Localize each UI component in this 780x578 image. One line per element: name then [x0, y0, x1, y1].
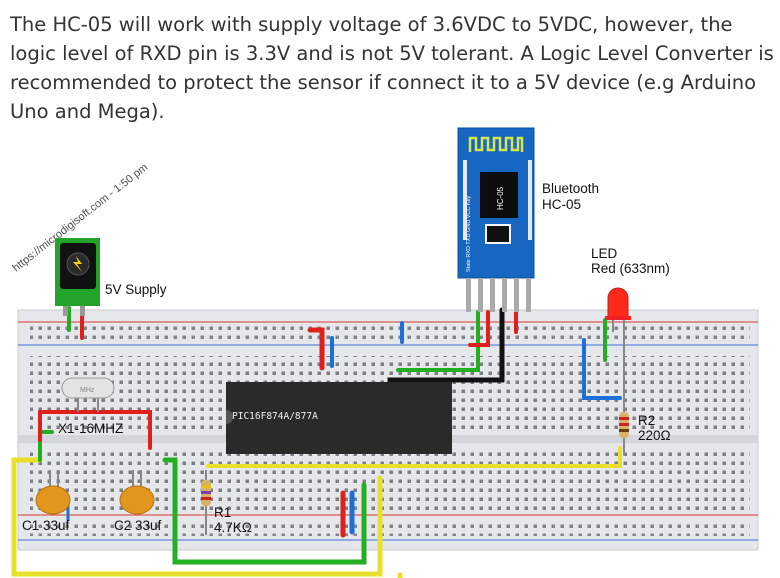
- microcontroller-chip: [226, 382, 452, 454]
- crystal-marking: MHz: [80, 387, 95, 394]
- power-jack: [55, 238, 100, 316]
- description-paragraph: The HC-05 will work with supply voltage …: [10, 13, 774, 123]
- resistor-r2: [619, 350, 629, 455]
- capacitor-c1: [35, 470, 71, 515]
- c2-label: C2 33uf: [114, 518, 162, 533]
- resistor-r1: [201, 470, 211, 535]
- led-label-2: Red (633nm): [591, 261, 670, 276]
- crystal-label: X1-16MHZ: [58, 421, 123, 436]
- led-label-1: LED: [591, 246, 618, 261]
- r1-label-1: R1: [214, 505, 231, 520]
- r1-label-2: 4.7KΩ: [214, 520, 252, 535]
- circuit-diagram: https://microdigisoft.com - 1:50 pm: [10, 127, 759, 578]
- bluetooth-module: HC-05 State RXD TXD GND VCC Key: [457, 127, 535, 312]
- r2-label-2: 220Ω: [638, 428, 671, 443]
- led-red: [605, 287, 631, 350]
- bt-pin-labels: State RXD TXD GND VCC Key: [466, 195, 472, 272]
- bluetooth-label-1: Bluetooth: [542, 181, 599, 196]
- capacitor-c2: [119, 470, 155, 515]
- r2-label-1: R2: [638, 413, 655, 428]
- c1-label: C1 33uf: [22, 518, 70, 533]
- crystal: [61, 377, 115, 412]
- mcu-label: PIC16F874A/877A: [232, 411, 318, 422]
- bluetooth-label-2: HC-05: [542, 197, 581, 212]
- supply-label: 5V Supply: [105, 282, 167, 297]
- bt-chip-text: HC-05: [496, 186, 505, 210]
